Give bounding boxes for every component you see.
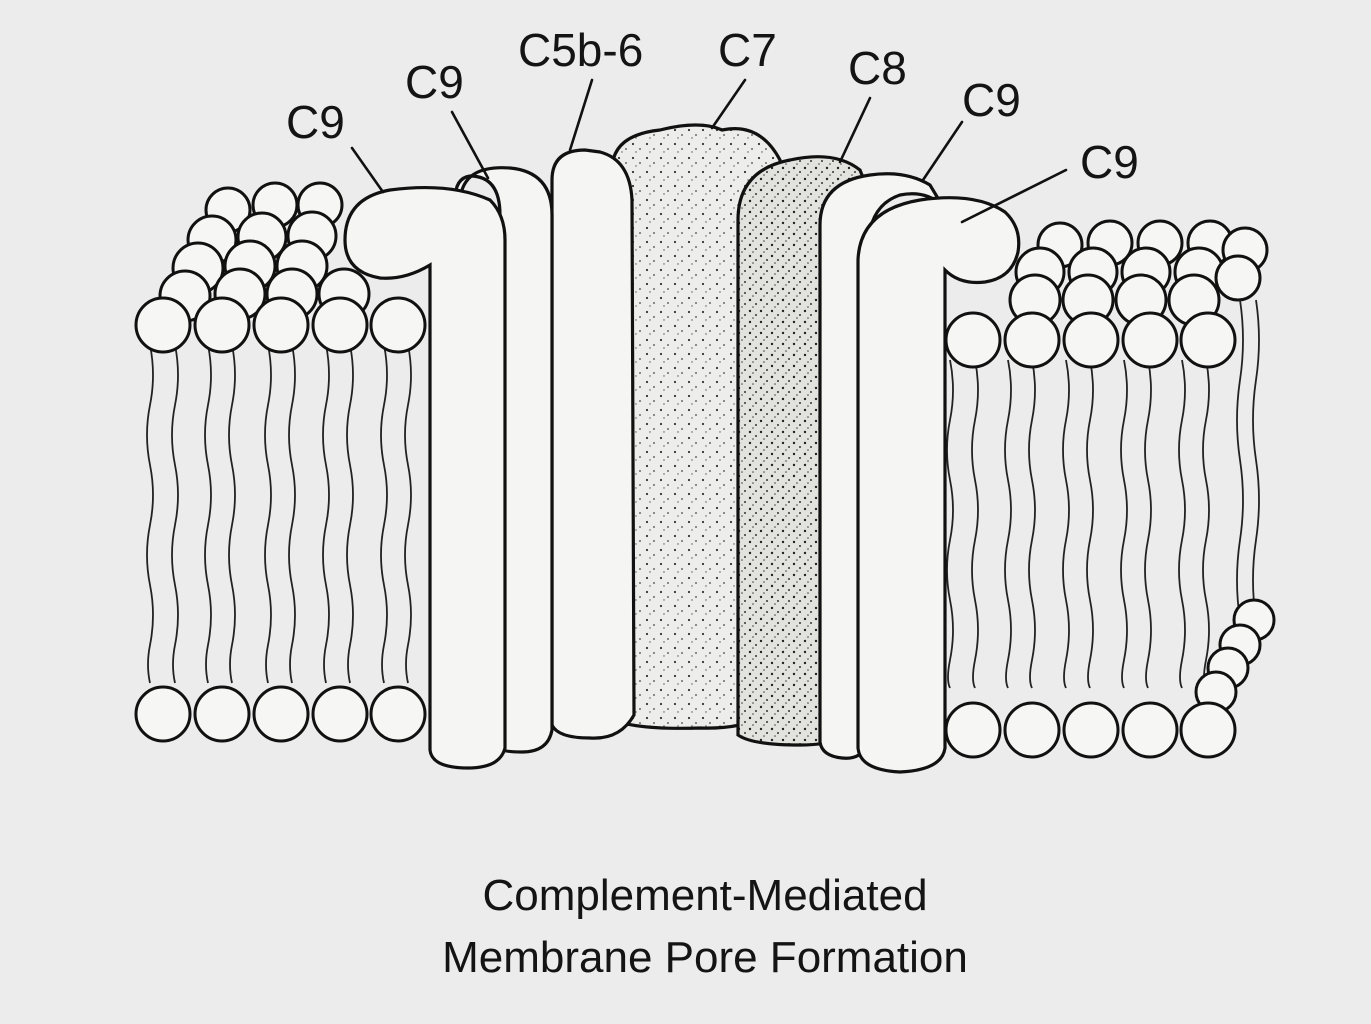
label-c9-far-left: C9 bbox=[286, 96, 345, 148]
left-inner-heads bbox=[136, 687, 425, 741]
pore-complex bbox=[345, 125, 1019, 772]
right-outer-heads bbox=[946, 313, 1235, 367]
caption: Complement-Mediated Membrane Pore Format… bbox=[442, 871, 968, 982]
left-outer-heads bbox=[136, 298, 425, 352]
left-lipid-tails bbox=[147, 345, 411, 683]
c9-protein-far-left bbox=[345, 188, 505, 768]
label-c7: C7 bbox=[718, 24, 777, 76]
right-lipid-bilayer bbox=[946, 221, 1274, 757]
right-back-head-rows bbox=[1010, 221, 1267, 325]
right-inner-heads bbox=[946, 703, 1235, 757]
leader-c8 bbox=[840, 98, 870, 162]
c9-protein-far-right bbox=[858, 198, 1019, 772]
leader-c9-far-right bbox=[962, 170, 1066, 222]
c5b6-protein bbox=[552, 150, 634, 738]
label-c8: C8 bbox=[848, 42, 907, 94]
caption-line-2: Membrane Pore Formation bbox=[442, 933, 968, 982]
label-c9-right: C9 bbox=[962, 74, 1021, 126]
label-c9-left: C9 bbox=[405, 56, 464, 108]
leader-c9-left bbox=[452, 112, 488, 178]
label-c5b6: C5b-6 bbox=[518, 24, 643, 76]
label-c9-far-right: C9 bbox=[1080, 136, 1139, 188]
leader-c9-right bbox=[923, 122, 962, 180]
leader-c9-far-left bbox=[352, 148, 383, 192]
leader-c5b6 bbox=[570, 80, 592, 150]
caption-line-1: Complement-Mediated bbox=[482, 871, 927, 920]
leader-c7 bbox=[712, 80, 745, 128]
